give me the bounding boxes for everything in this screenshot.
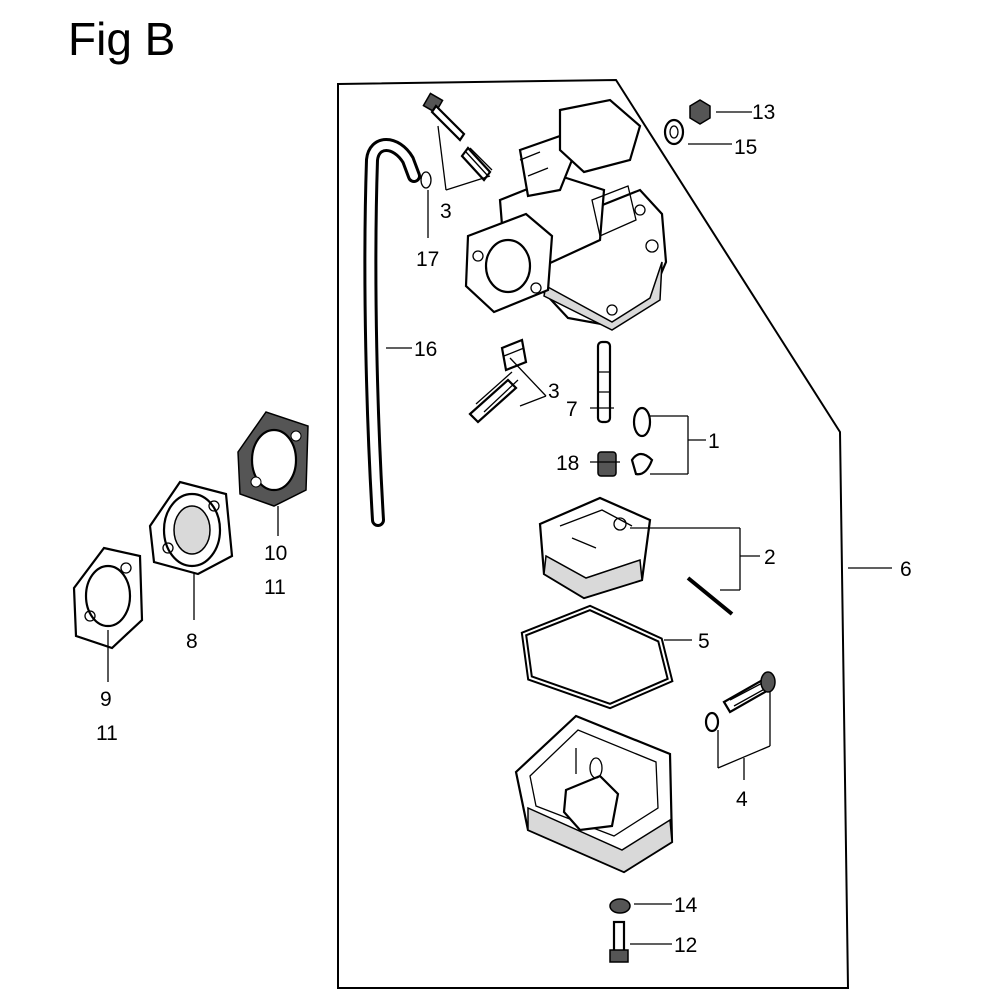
callout-9-11: 11 <box>96 722 118 745</box>
callout-3-top: 3 <box>440 200 452 223</box>
callout-2: 2 <box>764 546 776 569</box>
fuel-tube-inner <box>366 141 418 524</box>
figure-title: Fig B <box>68 13 176 65</box>
callout-5: 5 <box>698 630 710 653</box>
chamber-screw <box>704 671 776 733</box>
callout-16: 16 <box>414 338 437 361</box>
float-chamber-gasket <box>520 604 674 710</box>
callout-13: 13 <box>752 101 775 124</box>
callout-4: 4 <box>736 788 748 811</box>
callout-6: 6 <box>900 558 912 581</box>
callout-18: 18 <box>556 452 579 475</box>
callout-12: 12 <box>674 934 697 957</box>
callout-17: 17 <box>416 248 439 271</box>
drain-bolt <box>609 898 631 963</box>
callout-14: 14 <box>674 894 698 917</box>
needle-valve <box>596 340 612 424</box>
float-chamber <box>514 714 674 874</box>
callout-8: 8 <box>186 630 198 653</box>
assembly-boundary <box>337 78 850 989</box>
carburetor-body <box>464 98 668 331</box>
callout-10-11: 11 <box>264 576 286 599</box>
float <box>538 496 734 616</box>
callout-15: 15 <box>734 136 757 159</box>
leader-lines <box>107 111 892 945</box>
gasket-set <box>630 406 654 476</box>
main-jet <box>597 451 617 477</box>
callout-9: 9 <box>100 688 112 711</box>
insulator-gasket-9 <box>72 546 144 650</box>
insulator-8 <box>148 480 234 576</box>
callout-1: 1 <box>708 430 720 453</box>
callout-7: 7 <box>566 398 578 421</box>
pilot-screw-mid <box>468 338 528 424</box>
callout-10: 10 <box>264 542 287 565</box>
insulator-gasket-10 <box>237 411 309 507</box>
float-chamber-gasket-inner <box>522 606 672 708</box>
nut-and-washer <box>663 99 711 146</box>
callout-3-mid: 3 <box>548 380 560 403</box>
pilot-screw-top <box>420 92 493 189</box>
